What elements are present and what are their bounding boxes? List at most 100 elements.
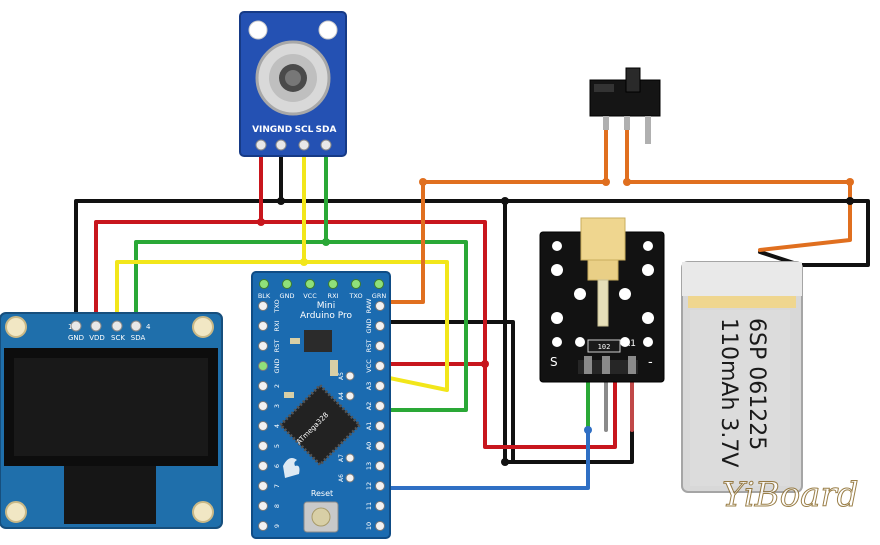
arduino-pin-pad	[375, 501, 385, 511]
arduino-right-pin-label: A1	[365, 422, 373, 431]
arduino-right-pin-label: 12	[365, 482, 373, 490]
buzzer-body	[580, 217, 626, 261]
arduino-pin-pad	[375, 481, 385, 491]
atmega-chip	[278, 383, 362, 467]
arduino-inner-pin-label: A5	[338, 372, 345, 380]
arduino-left-pin-label: 9	[273, 524, 281, 528]
junctions	[257, 178, 854, 466]
oled-pin-label: SCK	[111, 334, 125, 342]
battery-label-line1: 6SP 061225	[744, 318, 769, 450]
sensor-pin-label: SDA	[316, 125, 337, 135]
arduino-pin-pad	[258, 321, 268, 331]
arduino-inner-pin-label: A6	[338, 474, 345, 482]
arduino-left-pin-label: 5	[273, 444, 281, 448]
sensor-pin-pads	[255, 139, 332, 151]
arduino-pin-pad	[375, 321, 385, 331]
arduino-pin-pad	[351, 279, 361, 289]
arduino-pin-pad	[258, 421, 268, 431]
arduino-pin-pad	[345, 473, 355, 483]
arduino-pin-pad	[258, 481, 268, 491]
arduino-pin-pad	[282, 279, 292, 289]
oled-pin-number-1: 1	[68, 323, 72, 331]
arduino-right-pin-label: GND	[365, 319, 373, 334]
arduino-right-pin-label: A0	[365, 442, 373, 451]
oled-pin-label: GND	[68, 334, 84, 342]
resistor-r1	[587, 339, 621, 353]
arduino-pin-pad	[258, 441, 268, 451]
buzzer-label-gnd: -	[648, 355, 653, 370]
lipo-battery: 6SP 061225 110mAh 3.7V	[681, 261, 803, 493]
arduino-pin-pad	[258, 401, 268, 411]
wire-black-buzzer-gnd	[503, 428, 634, 464]
arduino-right-pin-label: RST	[365, 340, 373, 353]
arduino-right-pin-label: 11	[365, 502, 373, 510]
arduino-pin-pad	[375, 401, 385, 411]
arduino-pin-pad	[375, 301, 385, 311]
arduino-pin-pad	[258, 501, 268, 511]
sensor-pin-label: GND	[270, 125, 292, 135]
arduino-pin-pad	[375, 421, 385, 431]
arduino-right-pin-label: 13	[365, 462, 373, 470]
arduino-pin-pad	[328, 279, 338, 289]
oled-pin-pads	[70, 320, 142, 332]
arduino-left-pin-label: 4	[273, 424, 281, 428]
arduino-right-pin-label: A3	[365, 382, 373, 391]
wire-blue-pin12	[383, 428, 590, 490]
oled-pin-number-4: 4	[146, 323, 151, 331]
slide-switch	[589, 67, 661, 144]
wire-yellow-scl	[115, 260, 449, 392]
reset-label: Reset	[311, 489, 333, 498]
arduino-inner-pin-label: A7	[338, 454, 345, 462]
arduino-pin-pad	[258, 301, 268, 311]
arduino-pin-pad	[345, 371, 355, 381]
arduino-pin-pad	[258, 461, 268, 471]
arduino-left-pin-label: 6	[273, 464, 281, 468]
arduino-left-pin-label: 7	[273, 484, 281, 488]
arduino-top-pin-label: GRN	[372, 292, 387, 300]
buzzer-module: 102 R1 S -	[539, 217, 665, 383]
arduino-left-pin-label: GND	[273, 359, 281, 374]
arduino-pin-pad	[375, 521, 385, 531]
arduino-left-pin-label: 2	[273, 384, 281, 388]
arduino-top-pin-label: RXI	[328, 292, 339, 300]
arduino-board-name-line2: Arduino Pro	[300, 311, 352, 321]
arduino-board-name-line1: Mini	[317, 301, 335, 311]
resistor-label: R1	[624, 339, 636, 349]
arduino-left-pin-label: RST	[273, 340, 281, 353]
sensor-pin-label: VIN	[252, 125, 270, 135]
arduino-inner-pin-label: A4	[338, 392, 345, 400]
sensor-pin-label: SCL	[295, 125, 314, 135]
yiboard-watermark: YiBoard	[722, 475, 859, 516]
watermark-text: YiBoard	[722, 475, 858, 515]
arduino-pin-pad	[375, 441, 385, 451]
arduino-left-pin-label: TXO	[273, 299, 281, 313]
battery-tape	[688, 296, 796, 308]
arduino-pin-pad	[375, 341, 385, 351]
arduino-pin-pad	[258, 361, 268, 371]
sparkfun-flame-icon	[283, 458, 300, 478]
arduino-pin-pad	[345, 453, 355, 463]
arduino-pin-pad	[375, 381, 385, 391]
arduino-pin-pad	[258, 521, 268, 531]
arduino-right-pin-label: RAW	[365, 298, 373, 313]
arduino-pin-pad	[258, 341, 268, 351]
arduino-pin-pad	[375, 361, 385, 371]
arduino-pin-pad	[374, 279, 384, 289]
arduino-pin-pad	[258, 381, 268, 391]
arduino-pin-pad	[345, 391, 355, 401]
arduino-top-pin-label: GND	[280, 292, 295, 300]
arduino-pin-pad	[305, 279, 315, 289]
oled-pin-label: VDD	[89, 334, 105, 342]
arduino-left-pin-label: 8	[273, 504, 281, 508]
resistor-code: 102	[598, 343, 611, 351]
battery-label-line2: 110mAh 3.7V	[716, 318, 741, 467]
